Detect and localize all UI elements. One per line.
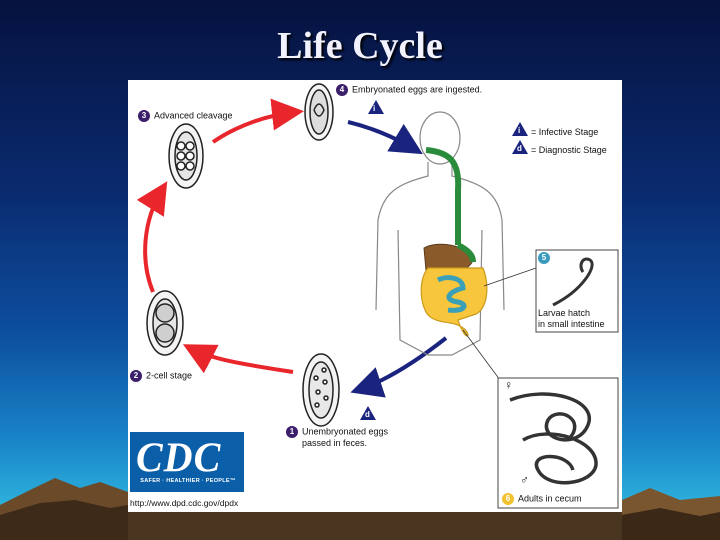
arrow-ingest bbox=[347, 120, 423, 155]
life-cycle-diagram: i d i d = Infective Stage = Diagnostic S… bbox=[128, 80, 622, 512]
arrow-3-to-4 bbox=[211, 98, 304, 144]
legend-infective-label: = Infective Stage bbox=[531, 127, 599, 137]
egg-2 bbox=[146, 290, 184, 356]
source-url: http://www.dpd.cdc.gov/dpdx bbox=[130, 498, 239, 508]
diagram-graphics bbox=[136, 83, 619, 509]
ingest-marker-icon bbox=[368, 100, 384, 114]
cdc-logo-letters: CDC bbox=[136, 433, 222, 482]
stage-4-number: 4 bbox=[336, 84, 348, 96]
arrow-2-to-3 bbox=[136, 181, 168, 293]
stage-5-number: 5 bbox=[538, 252, 550, 264]
esophagus bbox=[425, 147, 462, 245]
human-figure bbox=[375, 111, 505, 356]
male-symbol: ♂ bbox=[520, 473, 529, 487]
adult-worms bbox=[509, 392, 598, 485]
feces-marker-icon bbox=[360, 406, 376, 420]
egg-4 bbox=[304, 83, 334, 141]
slide-title: Life Cycle bbox=[277, 25, 443, 67]
stage-6-number: 6 bbox=[502, 493, 514, 505]
stage-2-number: 2 bbox=[130, 370, 142, 382]
female-symbol: ♀ bbox=[504, 378, 513, 392]
arrow-1-to-2 bbox=[182, 344, 294, 374]
stage-5-label: 5 bbox=[538, 252, 554, 264]
legend-infective-symbol: i bbox=[518, 126, 521, 135]
infective-legend-icon bbox=[512, 122, 528, 136]
legend-diagnostic-symbol: d bbox=[517, 144, 522, 153]
adults-box bbox=[497, 377, 619, 509]
larva-worm bbox=[552, 257, 594, 307]
feces-marker-label: d bbox=[365, 410, 370, 419]
cdc-logo: CDC SAFER · HEALTHIER · PEOPLE™ bbox=[130, 432, 244, 492]
diagnostic-legend-icon bbox=[512, 140, 528, 154]
egg-1 bbox=[302, 353, 340, 427]
stage-3-number: 3 bbox=[138, 110, 150, 122]
small-intestine bbox=[436, 275, 467, 313]
egg-3 bbox=[168, 123, 204, 189]
stage-5-text: Larvae hatch in small intestine bbox=[538, 308, 605, 329]
ingest-marker-label: i bbox=[373, 104, 376, 113]
legend-diagnostic-label: = Diagnostic Stage bbox=[531, 145, 607, 155]
cdc-logo-tagline: SAFER · HEALTHIER · PEOPLE™ bbox=[140, 478, 236, 484]
stage-1-number: 1 bbox=[286, 426, 298, 438]
larvae-box bbox=[535, 249, 619, 333]
arrow-feces bbox=[350, 336, 448, 398]
